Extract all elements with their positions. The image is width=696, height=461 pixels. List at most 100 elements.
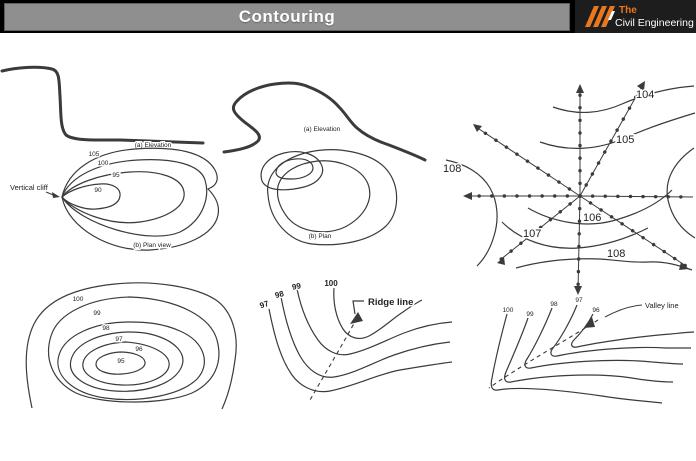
- contour-value: 95: [117, 358, 125, 365]
- contour-value: 97: [115, 336, 123, 343]
- contour-line-98: [57, 321, 205, 401]
- contour-value: 100: [98, 160, 109, 167]
- ridge-line-diagram: Ridge line 97 98 99 100: [257, 278, 453, 401]
- civil-engineering-logo-icon: The Civil Engineering: [585, 5, 694, 29]
- contour-value: 96: [135, 346, 143, 353]
- survey-points: [578, 84, 644, 198]
- spoke-arrowhead-icon: [473, 124, 482, 132]
- vertical-cliff-label: Vertical cliff: [10, 183, 49, 192]
- contour-value: 96: [592, 307, 600, 314]
- valley-arrowhead-icon: [584, 317, 595, 328]
- logo-the-text: The: [619, 5, 637, 16]
- elevation-profile-line: [222, 81, 427, 162]
- contour-value: 97: [575, 297, 583, 304]
- logo-slash-icon: [593, 6, 607, 27]
- contour-line-97: [69, 331, 184, 392]
- contour-value: 98: [550, 301, 558, 308]
- pointer-arrowhead-icon: [52, 192, 60, 198]
- contour-line-100: [490, 313, 663, 404]
- contour-value: 100: [503, 307, 514, 314]
- contour-value: 99: [291, 281, 302, 292]
- contour-line-outer: [267, 149, 398, 246]
- spoke-arrowhead-icon: [574, 286, 582, 295]
- spoke-line: [577, 195, 581, 292]
- elevation-caption: (a) Elevation: [135, 142, 172, 149]
- spoke-arrowhead-icon: [463, 192, 472, 200]
- contour-line-104: [552, 85, 695, 114]
- contour-line-99: [504, 317, 674, 383]
- page-title-bar: Contouring: [4, 3, 570, 31]
- contour-line-innermost: [275, 158, 314, 180]
- elevation-profile-line: [0, 65, 205, 145]
- contour-value: 105: [616, 134, 634, 146]
- contour-line-106: [527, 189, 673, 225]
- ridge-line-label: Ridge line: [368, 297, 413, 308]
- contour-value: 99: [526, 311, 534, 318]
- contour-value: 97: [259, 299, 271, 310]
- contour-line-100: [25, 282, 237, 410]
- pointer-line: [604, 304, 643, 318]
- logo-slash-icon: [585, 6, 599, 27]
- spoke-arrowhead-icon: [576, 84, 584, 93]
- ridge-axis-dashed-line: [309, 317, 358, 401]
- survey-points: [498, 194, 582, 262]
- contour-line-108-left: [445, 159, 498, 267]
- contour-line-105: [61, 147, 220, 251]
- contour-value: 108: [443, 163, 461, 175]
- spoke-arrowhead-icon: [497, 257, 505, 265]
- contour-line-105: [539, 112, 696, 149]
- contour-line-90: [61, 183, 121, 210]
- contour-line-95: [61, 171, 185, 224]
- contour-value: 95: [112, 172, 120, 179]
- plan-caption: (b) Plan view: [133, 242, 171, 249]
- contour-value: 105: [89, 151, 100, 158]
- site-logo[interactable]: The Civil Engineering: [573, 0, 696, 33]
- ridge-arrowhead-icon: [350, 312, 363, 324]
- contour-line-mid: [276, 160, 371, 233]
- contour-line-97: [550, 304, 691, 357]
- pointer-line: [352, 300, 364, 315]
- contour-value: 100: [73, 296, 84, 303]
- spoke-arrowhead-icon: [637, 81, 645, 91]
- contour-line-96: [82, 341, 170, 386]
- contour-line-99: [296, 288, 453, 356]
- logo-name-text: Civil Engineering: [615, 17, 694, 29]
- radial-survey-diagram: 104 105 108 106 107 108: [442, 81, 696, 295]
- contour-line-96: [571, 313, 695, 348]
- plan-caption: (b) Plan: [309, 233, 332, 240]
- spoke-line: [579, 195, 694, 198]
- valley-line-diagram: Valley line 100 99 98 97 96: [488, 296, 695, 404]
- contour-line-107: [501, 221, 649, 249]
- valley-axis-dashed-line: [488, 319, 599, 389]
- contour-value: 108: [607, 248, 625, 260]
- logo-slash-icon: [608, 11, 615, 20]
- valley-line-label: Valley line: [645, 301, 679, 310]
- contour-value: 107: [523, 228, 541, 240]
- contour-line-97: [268, 308, 453, 393]
- overhanging-cliff-diagram: (a) Elevation (b) Plan: [222, 81, 427, 246]
- survey-points: [474, 125, 582, 198]
- contour-line-98: [524, 307, 684, 369]
- contour-line-100: [333, 287, 423, 339]
- contour-line-right: [666, 147, 696, 239]
- contour-line-99: [47, 296, 220, 403]
- hill-contours-diagram: 100 99 98 97 96 95: [25, 282, 237, 410]
- contour-value: 104: [636, 89, 654, 101]
- page-title: Contouring: [238, 7, 336, 26]
- contour-line-98: [280, 296, 451, 378]
- contour-value: 98: [102, 325, 110, 332]
- survey-points: [578, 194, 688, 268]
- contour-value: 90: [94, 187, 102, 194]
- contour-line-small: [260, 151, 324, 191]
- contour-value: 99: [93, 310, 101, 317]
- survey-spokes: [463, 81, 695, 295]
- elevation-caption: (a) Elevation: [304, 126, 341, 133]
- contour-value: 98: [274, 289, 285, 300]
- header-bar: Contouring The Civil Engineering: [0, 0, 696, 33]
- contour-value: 100: [324, 279, 338, 288]
- contour-line-108-bottom: [515, 258, 693, 271]
- logo-slash-icon: [601, 6, 615, 27]
- vertical-cliff-diagram: (a) Elevation 105 100 95 90 Vertical cli…: [0, 65, 220, 251]
- contour-line-100: [61, 159, 208, 237]
